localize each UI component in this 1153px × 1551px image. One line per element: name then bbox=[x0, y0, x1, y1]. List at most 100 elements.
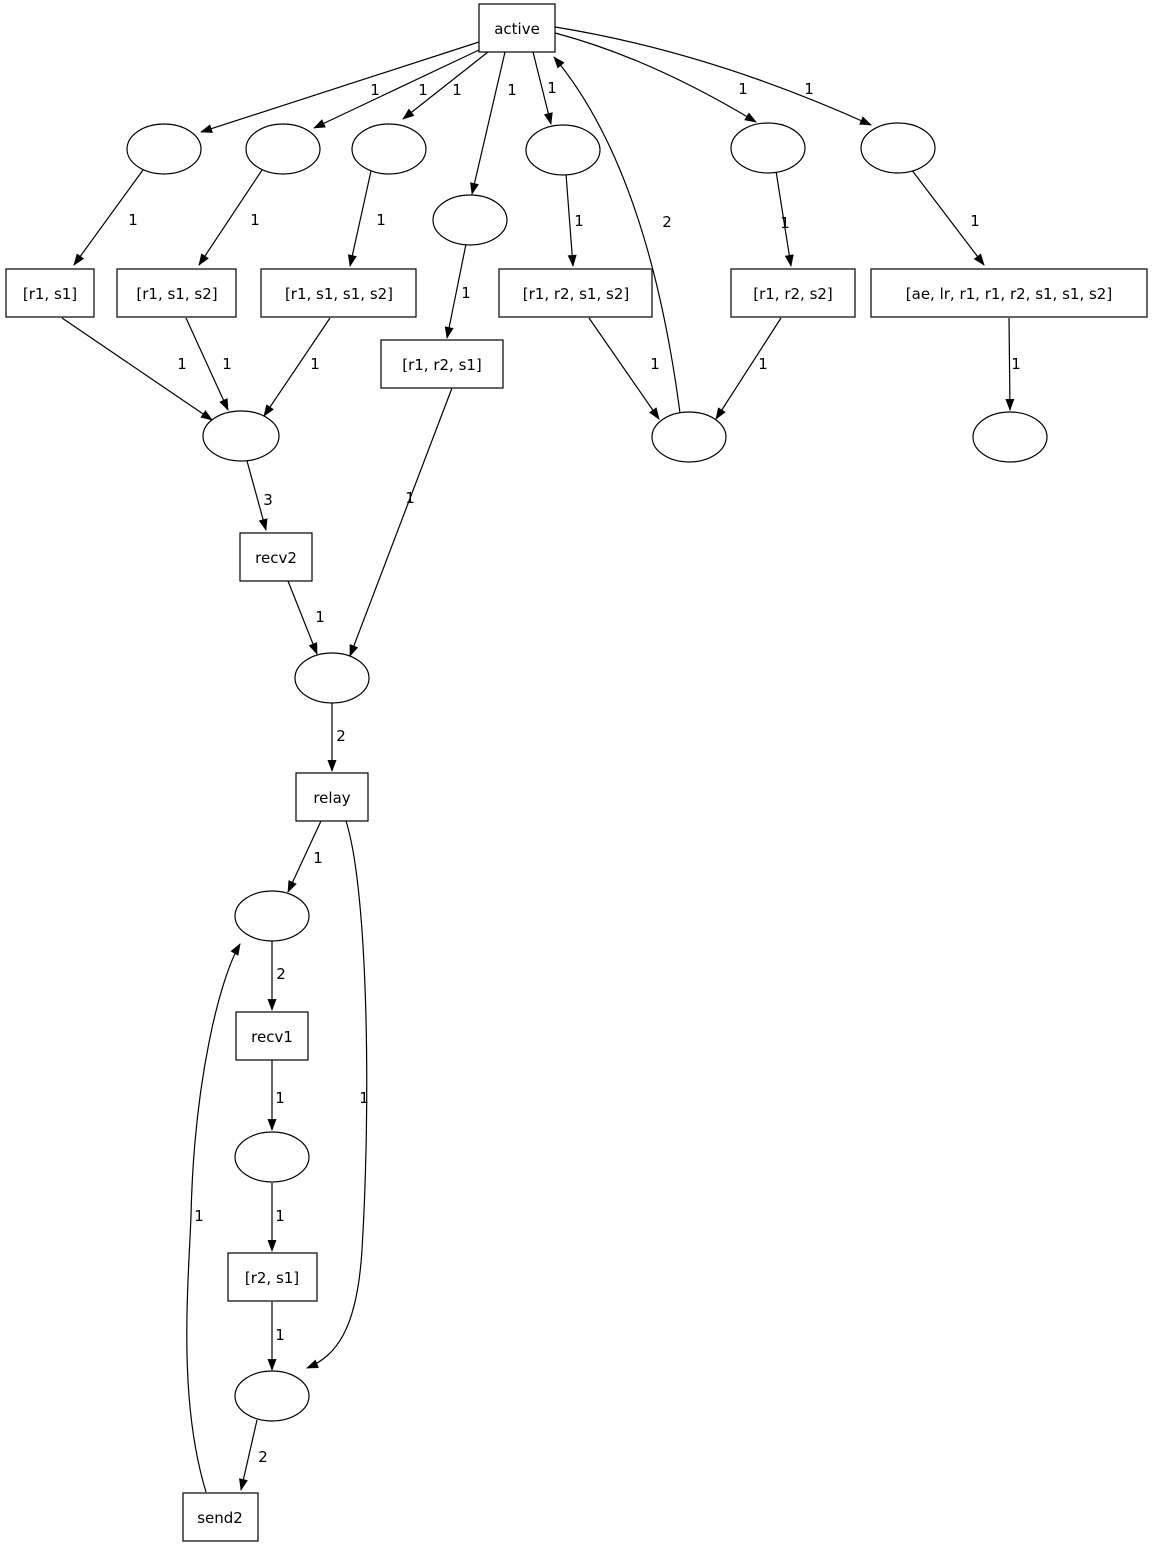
edge-label-active-p5: 1 bbox=[547, 79, 557, 97]
edge-t_r1_s1-p10 bbox=[61, 317, 213, 421]
edge-label-t_ae_lr-p9: 1 bbox=[1011, 355, 1021, 373]
edge-label-p4-t_r1_r2_s1: 1 bbox=[461, 284, 471, 302]
transition-r2-s1-box bbox=[227, 1252, 318, 1302]
transition-relay-label: relay bbox=[313, 789, 350, 807]
place-p6 bbox=[730, 122, 806, 174]
transition-active-box bbox=[478, 3, 556, 53]
edge-active-p4 bbox=[470, 51, 506, 195]
transition-recv1-label: recv1 bbox=[251, 1028, 293, 1046]
edge-label-t_r1_s1-p10: 1 bbox=[177, 355, 187, 373]
edge-labels: 1 1 1 1 1 1 1 2 1 1 1 1 1 1 1 1 1 1 1 1 … bbox=[128, 79, 1021, 1466]
edge-label-p10-recv2: 3 bbox=[263, 491, 273, 509]
place-p8 bbox=[651, 411, 727, 463]
transition-recv2: recv2 bbox=[239, 532, 313, 582]
transition-r1-r2-s1: [r1, r2, s1] bbox=[380, 339, 504, 389]
edge-active-p5 bbox=[532, 51, 553, 125]
edge-label-active-p2: 1 bbox=[418, 81, 428, 99]
transition-r1-s1-s1-s2-label: [r1, s1, s1, s2] bbox=[285, 285, 393, 303]
edge-t_r1_s1_s2-p10 bbox=[185, 317, 229, 411]
transitions: active [r1, s1] [r1, s1, s2] [r1, s1, s1… bbox=[5, 3, 1148, 1542]
transition-recv2-box bbox=[239, 532, 313, 582]
edge-label-p3-t_r1_s1_s1_s2: 1 bbox=[376, 211, 386, 229]
transition-ae-lr-box bbox=[870, 268, 1148, 318]
place-p5 bbox=[525, 124, 601, 176]
edge-label-send2-p12: 1 bbox=[194, 1207, 204, 1225]
transition-r1-s1-s2: [r1, s1, s2] bbox=[116, 268, 237, 318]
place-p12 bbox=[234, 890, 310, 942]
transition-relay: relay bbox=[295, 772, 369, 822]
edge-label-active-p4: 1 bbox=[507, 81, 517, 99]
edge-recv2-p11 bbox=[287, 580, 318, 655]
edge-t_r1_r2_s2-p8 bbox=[715, 317, 782, 420]
transition-r1-r2-s1-box bbox=[380, 339, 504, 389]
transition-ae-lr-label: [ae, lr, r1, r1, r2, s1, s1, s2] bbox=[906, 285, 1112, 303]
edges bbox=[61, 26, 1015, 1493]
transition-ae-lr-r1-r1-r2-s1-s1-s2: [ae, lr, r1, r1, r2, s1, s1, s2] bbox=[870, 268, 1148, 318]
edge-p6-t_r1_r2_s2 bbox=[775, 170, 794, 267]
transition-r1-r2-s2: [r1, r2, s2] bbox=[730, 268, 856, 318]
edge-label-t_r1_s1_s1_s2-p10: 1 bbox=[310, 355, 320, 373]
place-p13 bbox=[234, 1131, 310, 1183]
edge-t_r1_r2_s1-p11 bbox=[349, 387, 453, 657]
transition-r1-r2-s2-label: [r1, r2, s2] bbox=[753, 285, 833, 303]
transition-r1-s1: [r1, s1] bbox=[5, 268, 95, 318]
place-p3 bbox=[351, 123, 427, 175]
edge-active-p6 bbox=[554, 32, 757, 123]
transition-active-label: active bbox=[494, 20, 540, 38]
edge-active-p7 bbox=[554, 26, 872, 126]
place-p2 bbox=[245, 123, 321, 175]
edge-label-recv1-p13: 1 bbox=[275, 1089, 285, 1107]
edge-active-p1 bbox=[200, 41, 480, 133]
edge-label-t_r1_r2_s2-p8: 1 bbox=[758, 355, 768, 373]
transition-r1-s1-s1-s2: [r1, s1, s1, s2] bbox=[260, 268, 417, 318]
edge-p4-t_r1_r2_s1 bbox=[444, 243, 467, 339]
edge-send2-p12 bbox=[186, 943, 241, 1493]
transition-send2-box bbox=[182, 1492, 259, 1542]
places bbox=[126, 122, 1048, 1422]
transition-r1-r2-s1-s2: [r1, r2, s1, s2] bbox=[498, 268, 653, 318]
edge-label-active-p1: 1 bbox=[370, 81, 380, 99]
edge-p2-t_r1_s1_s2 bbox=[198, 169, 263, 266]
edge-label-relay-p12: 1 bbox=[313, 849, 323, 867]
edge-p8-active bbox=[553, 56, 681, 414]
place-p9 bbox=[972, 411, 1048, 463]
edge-t_ae_lr-p9 bbox=[1005, 317, 1015, 411]
transition-r2-s1: [r2, s1] bbox=[227, 1252, 318, 1302]
transition-r1-s1-s1-s2-box bbox=[260, 268, 417, 318]
place-p1 bbox=[126, 123, 202, 175]
edge-active-p2 bbox=[313, 49, 480, 129]
edge-p14-send2 bbox=[239, 1419, 258, 1491]
transition-recv2-label: recv2 bbox=[255, 549, 297, 567]
place-p7 bbox=[860, 122, 936, 174]
transition-send2: send2 bbox=[182, 1492, 259, 1542]
transition-active: active bbox=[478, 3, 556, 53]
place-p11 bbox=[294, 652, 370, 704]
edge-active-p3 bbox=[402, 51, 489, 120]
edge-label-active-p7: 1 bbox=[804, 80, 814, 98]
edge-label-p8-active: 2 bbox=[662, 213, 672, 231]
transition-r1-r2-s1-s2-box bbox=[498, 268, 653, 318]
edge-p10-recv2 bbox=[246, 460, 268, 531]
edge-label-recv2-p11: 1 bbox=[315, 608, 325, 626]
edge-p3-t_r1_s1_s1_s2 bbox=[347, 170, 372, 267]
edge-relay-p12 bbox=[287, 820, 322, 893]
transition-r1-s1-label: [r1, s1] bbox=[23, 285, 77, 303]
edge-label-active-p3: 1 bbox=[452, 81, 462, 99]
transition-r1-s1-box bbox=[5, 268, 95, 318]
edge-p1-t_r1_s1 bbox=[73, 169, 144, 266]
edge-label-p5-t_r1_r2_s1_s2: 1 bbox=[574, 212, 584, 230]
edge-label-p11-relay: 2 bbox=[336, 727, 346, 745]
edge-label-p14-send2: 2 bbox=[258, 1448, 268, 1466]
transition-r2-s1-label: [r2, s1] bbox=[245, 1269, 299, 1287]
edge-label-p7-t_ae_lr: 1 bbox=[970, 212, 980, 230]
transition-r1-s1-s2-label: [r1, s1, s2] bbox=[136, 285, 217, 303]
edge-p7-t_ae_lr bbox=[910, 168, 985, 266]
transition-send2-label: send2 bbox=[197, 1509, 243, 1527]
edge-p5-t_r1_r2_s1_s2 bbox=[565, 173, 577, 267]
transition-r1-r2-s1-s2-label: [r1, r2, s1, s2] bbox=[523, 285, 629, 303]
edge-label-relay-p14: 1 bbox=[359, 1089, 369, 1107]
edge-label-t_r1_s1_s2-p10: 1 bbox=[222, 355, 232, 373]
transition-r1-r2-s1-label: [r1, r2, s1] bbox=[402, 356, 482, 374]
